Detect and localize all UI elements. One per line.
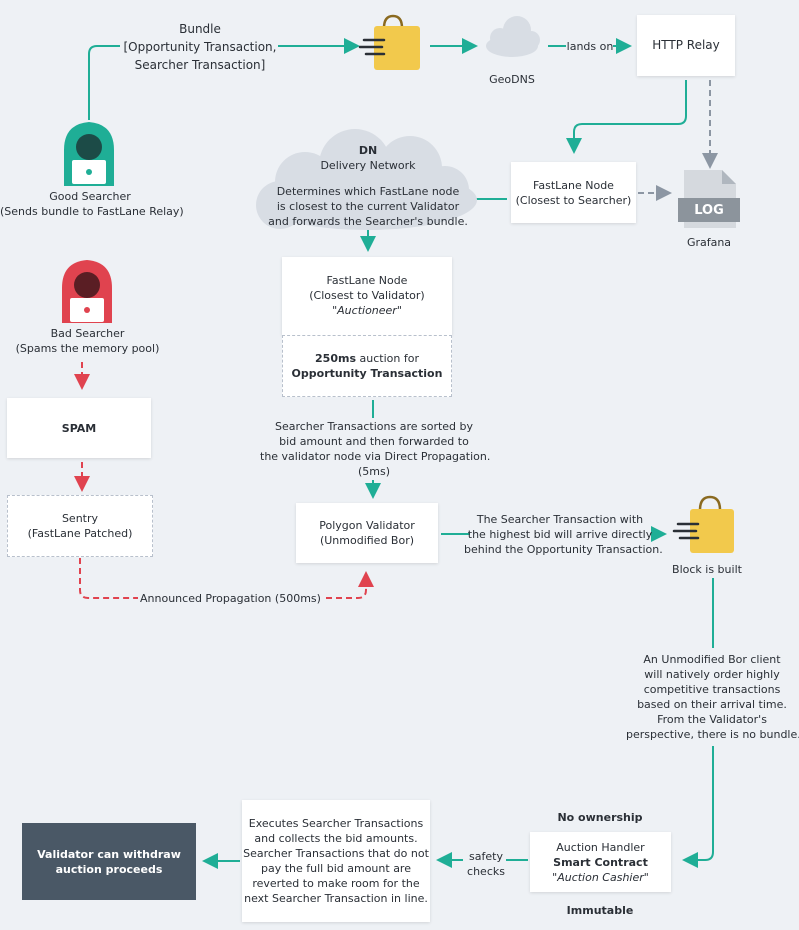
withdraw-node: Validator can withdraw auction proceeds [22,823,196,900]
bad-searcher-label: Bad Searcher (Spams the memory pool) [15,327,160,355]
auction-box: 250ms auction for Opportunity Transactio… [282,335,452,397]
highest-bid-note: The Searcher Transaction with the highes… [464,513,663,556]
edge-bornote-handler [682,746,714,868]
edge-announced-validator [306,571,374,599]
http-relay-node: HTTP Relay [637,15,735,76]
log-file-icon [678,170,740,228]
bundle-label: Bundle [Opportunity Transaction, Searche… [123,22,277,72]
bad-searcher-icon [62,260,112,323]
dn-cloud-icon [256,129,477,230]
auction-handler-node: Auction Handler Smart Contract "Auction … [530,832,671,892]
bor-note: An Unmodified Bor client will natively o… [626,652,799,742]
no-ownership-label: No ownership [557,811,643,824]
fastlane-node-validator: FastLane Node (Closest to Validator) "Au… [282,257,452,335]
good-searcher-icon [64,122,114,186]
edge-searcher-bundle [88,45,120,120]
block-bag-icon [672,495,734,553]
lands-on-label: lands on [566,40,614,53]
fastlane-node-searcher: FastLane Node (Closest to Searcher) [511,162,636,223]
sentry-node: Sentry (FastLane Patched) [7,495,153,557]
log-icon-text: LOG [694,203,724,218]
geodns-cloud-icon [486,16,540,57]
geodns-label: GeoDNS [489,73,535,86]
announced-propagation-label: Announced Propagation (500ms) [138,591,323,606]
safety-checks-label: safety checks [467,850,505,878]
block-built-label: Block is built [672,563,742,576]
bundle-bag-icon [358,14,420,70]
executes-node: Executes Searcher Transactions and colle… [242,800,430,922]
edge-sentry-announced [79,558,138,599]
sort-note: Searcher Transactions are sorted by bid … [260,420,491,478]
spam-node: SPAM [7,398,151,458]
polygon-validator-node: Polygon Validator (Unmodified Bor) [296,503,438,563]
dn-text: DN Delivery Network Determines which Fas… [268,144,468,228]
grafana-label: Grafana [686,236,732,249]
immutable-label: Immutable [566,904,634,917]
edge-relay-fastlane [566,80,687,154]
good-searcher-label: Good Searcher (Sends bundle to FastLane … [0,190,184,218]
